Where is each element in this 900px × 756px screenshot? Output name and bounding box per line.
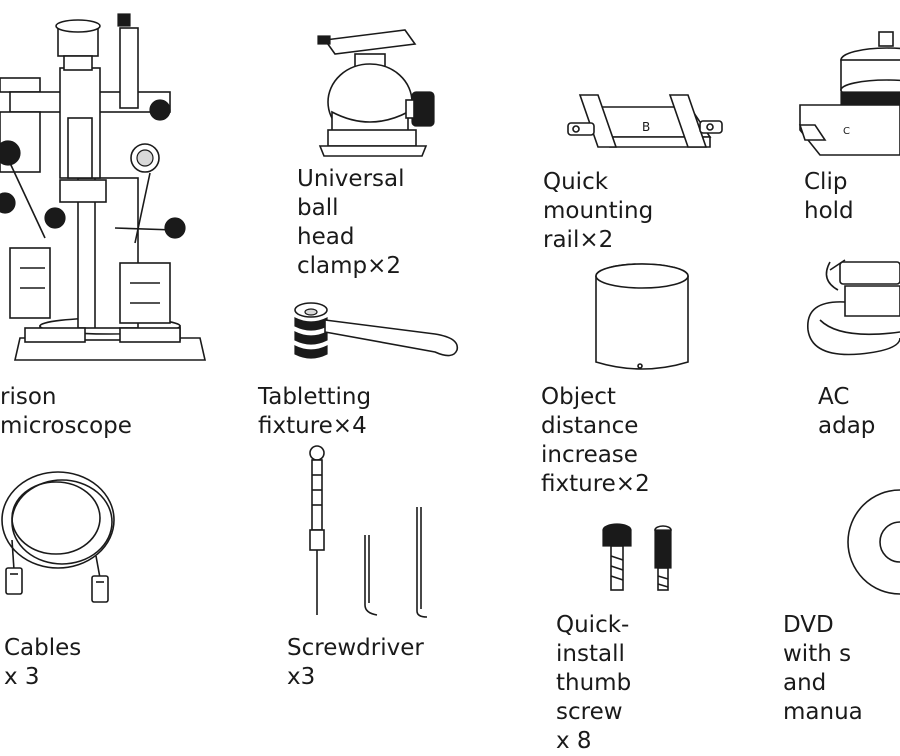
item-label: DVD with s and manua: [783, 612, 863, 725]
cable-icon: [1, 471, 115, 603]
disc-icon: [847, 489, 900, 595]
item-label: Clip hold: [804, 169, 854, 224]
rail-icon: B: [567, 94, 723, 148]
thumb-screw-icon: [602, 523, 672, 591]
item-label: Quick mounting rail×2: [543, 169, 654, 253]
rail-mark: B: [642, 120, 650, 134]
item-label: Cables x 3: [4, 635, 82, 690]
screwdriver-icon: [309, 445, 428, 618]
power-adapter-icon: [807, 259, 900, 356]
clip-holder-icon: C: [798, 31, 900, 156]
ball-head-icon: [317, 29, 435, 157]
item-label: Tabletting fixture×4: [258, 384, 372, 439]
microscope-icon: [0, 13, 207, 361]
svg-text:C: C: [843, 126, 850, 137]
item-label: Screwdriver x3: [287, 635, 424, 690]
item-label: Universal ball head clamp×2: [297, 166, 405, 279]
cylinder-icon: [595, 263, 689, 370]
item-label: AC adap: [818, 384, 876, 439]
item-label: rison microscope: [0, 384, 132, 439]
item-label: Quick-install thumb screw x 8: [556, 612, 632, 754]
item-label: Object distance increase fixture×2: [541, 384, 650, 497]
spring-clip-icon: [294, 302, 459, 359]
